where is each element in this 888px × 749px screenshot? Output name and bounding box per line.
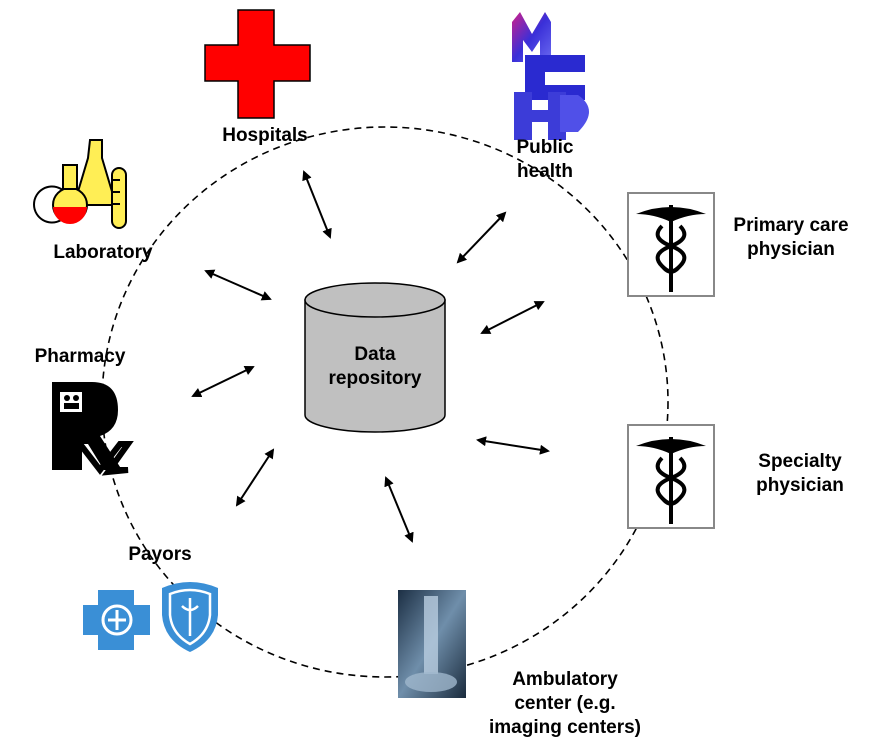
connection-arrows [191,170,550,543]
arrow-ambulatory [384,476,414,543]
label-public-health: Public health [516,137,574,182]
label-data-repository: Data repository [328,344,422,389]
label-laboratory: Laboratory [53,242,153,263]
database-cylinder-icon [304,282,446,433]
arrow-primary-care [480,301,545,334]
mchd-logo-icon [512,12,589,140]
red-cross-icon [204,9,311,119]
lab-flasks-icon [33,139,127,229]
label-specialty-physician: Specialty physician [756,451,844,496]
blue-cross-blue-shield-icon [83,582,218,652]
caduceus-icon [627,424,715,529]
label-hospitals: Hospitals [222,125,308,146]
label-payors: Payors [128,544,192,565]
label-ambulatory-center: Ambulatory center (e.g. imaging centers) [488,669,642,738]
arrow-hospitals [302,170,332,239]
arrow-specialty [476,436,550,455]
arrow-laboratory [204,269,272,301]
arrow-pharmacy [191,365,255,398]
caduceus-icon [627,192,715,297]
label-primary-care-physician: Primary care physician [733,215,849,260]
arrow-public-health [456,211,507,264]
xray-icon [398,590,466,698]
label-pharmacy: Pharmacy [34,346,126,367]
arrow-payors [235,448,275,507]
rx-icon [52,382,134,476]
